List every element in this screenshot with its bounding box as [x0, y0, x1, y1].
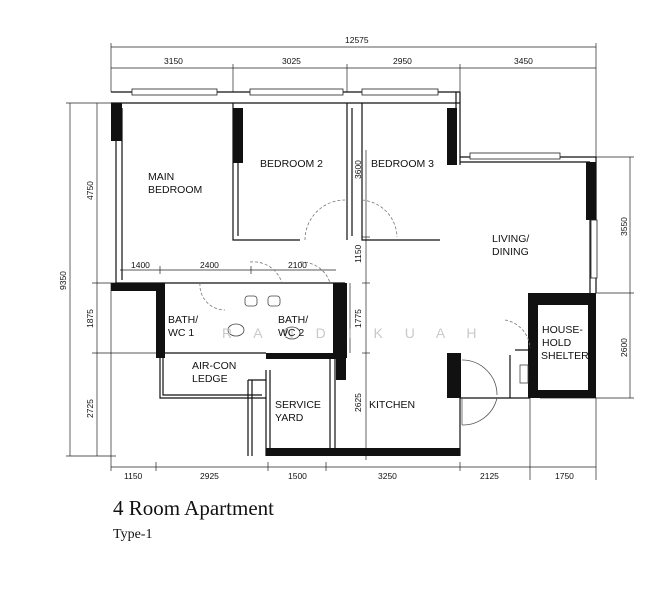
- dim-top-4: 3450: [514, 56, 533, 66]
- dim-top-3: 2950: [393, 56, 412, 66]
- label-aircon-1: AIR-CON: [192, 360, 236, 372]
- plan-type: Type-1: [113, 527, 153, 542]
- label-bath1-2: WC 1: [168, 327, 194, 339]
- household-shelter-walls: [528, 293, 596, 398]
- label-bath2-1: BATH/: [278, 314, 308, 326]
- label-service-1: SERVICE: [275, 399, 321, 411]
- label-aircon-2: LEDGE: [192, 373, 228, 385]
- dim-left-1: 4750: [85, 181, 95, 200]
- label-main-bedroom-2: BEDROOM: [148, 184, 202, 196]
- dim-overall-depth: 9350: [58, 271, 68, 290]
- dim-bottom-2: 2925: [200, 471, 219, 481]
- bathroom-fixtures: [227, 295, 529, 384]
- label-shelter-1: HOUSE-: [542, 324, 583, 336]
- dimension-lines: [66, 43, 634, 480]
- dim-inner-2100: 2100: [288, 260, 307, 270]
- label-kitchen: KITCHEN: [369, 399, 415, 411]
- dim-bottom-4: 3250: [378, 471, 397, 481]
- main-door: [461, 359, 498, 426]
- label-living-1: LIVING/: [492, 233, 529, 245]
- dim-bottom-5: 2125: [480, 471, 499, 481]
- dim-overall-width: 12575: [345, 35, 369, 45]
- dim-inner-2625: 2625: [353, 393, 363, 412]
- dim-bottom-3: 1500: [288, 471, 307, 481]
- door-swings: [199, 199, 531, 349]
- dim-inner-1775: 1775: [353, 309, 363, 328]
- label-service-2: YARD: [275, 412, 304, 424]
- plan-title: 4 Room Apartment: [113, 496, 274, 520]
- label-bath1-1: BATH/: [168, 314, 198, 326]
- dim-right-2: 2600: [619, 338, 629, 357]
- dim-top-2: 3025: [282, 56, 301, 66]
- label-shelter-2: HOLD: [542, 337, 572, 349]
- label-bedroom-2: BEDROOM 2: [260, 158, 323, 170]
- dim-inner-1400: 1400: [131, 260, 150, 270]
- solid-walls: [111, 103, 596, 456]
- watermark: R A N D I K U A H: [222, 325, 485, 341]
- windows: [131, 88, 598, 279]
- dim-inner-3600: 3600: [353, 160, 363, 179]
- label-bedroom-3: BEDROOM 3: [371, 158, 434, 170]
- label-main-bedroom-1: MAIN: [148, 171, 174, 183]
- dim-bottom-6: 1750: [555, 471, 574, 481]
- dim-left-3: 2725: [85, 399, 95, 418]
- label-living-2: DINING: [492, 246, 529, 258]
- dim-left-2: 1875: [85, 309, 95, 328]
- dim-top-1: 3150: [164, 56, 183, 66]
- dim-bottom-1: 1150: [124, 471, 143, 481]
- dim-inner-1150: 1150: [353, 244, 363, 263]
- dim-inner-2400: 2400: [200, 260, 219, 270]
- dim-right-1: 3550: [619, 217, 629, 236]
- label-shelter-3: SHELTER: [541, 350, 589, 362]
- label-bath2-2: WC 2: [278, 327, 304, 339]
